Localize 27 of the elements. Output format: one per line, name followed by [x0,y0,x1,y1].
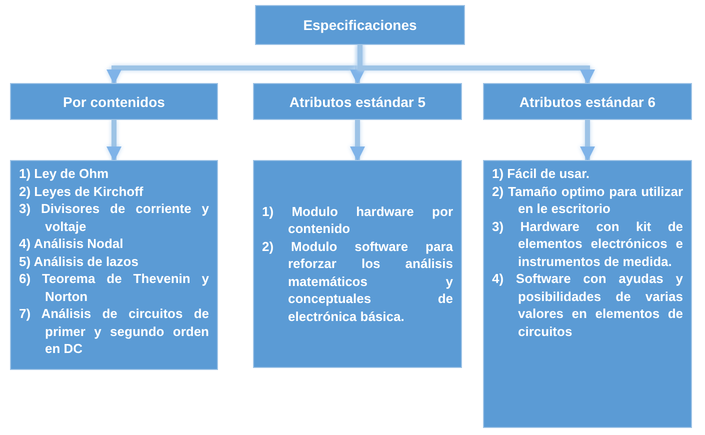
list-item: 4) Análisis Nodal [19,235,124,252]
list-item: 3) Hardware con kit de elementos electrónicos e instrumentos de medida. [492,218,683,270]
list-item: 2) Leyes de Kirchoff [19,182,144,200]
arrow [350,120,365,162]
list-item: 3) Divisores de corriente y voltaje [19,200,209,235]
arrow [106,120,122,162]
list-item: 7) Análisis de circuitos de primer y segundo orden en DC [19,305,209,358]
list-item: 1) Fácil de usar. [492,165,591,182]
list-item: 1) Ley de Ohm [19,165,110,182]
list-box [10,160,218,370]
list-item: 6) Teorema de Thevenin y Norton [19,270,209,305]
header-box [253,83,462,120]
list-box [253,160,462,368]
header-box [10,83,218,120]
list-item: 2) Tamaño optimo para utilizar en le escritorio [492,182,683,218]
header-text: Atributos estándar 6 [519,94,656,110]
header-box [483,83,692,120]
list-item: 5) Análisis de lazos [19,252,140,270]
list-item: 2) Modulo software para reforzar los análisis matemáticos y conceptuales de electrónica básica. [262,238,453,326]
header-text: Atributos estándar 5 [289,94,426,110]
header-text: Por contenidos [63,94,165,110]
list-box [483,160,692,428]
header-box [255,5,465,45]
header-text: Especificaciones [303,17,417,33]
arrow [580,120,595,162]
list-item: 4) Software con ayudas y posibilidades de varias valores en elementos de circuitos [492,270,683,340]
list-item: 1) Modulo hardware por contenido [262,202,453,238]
